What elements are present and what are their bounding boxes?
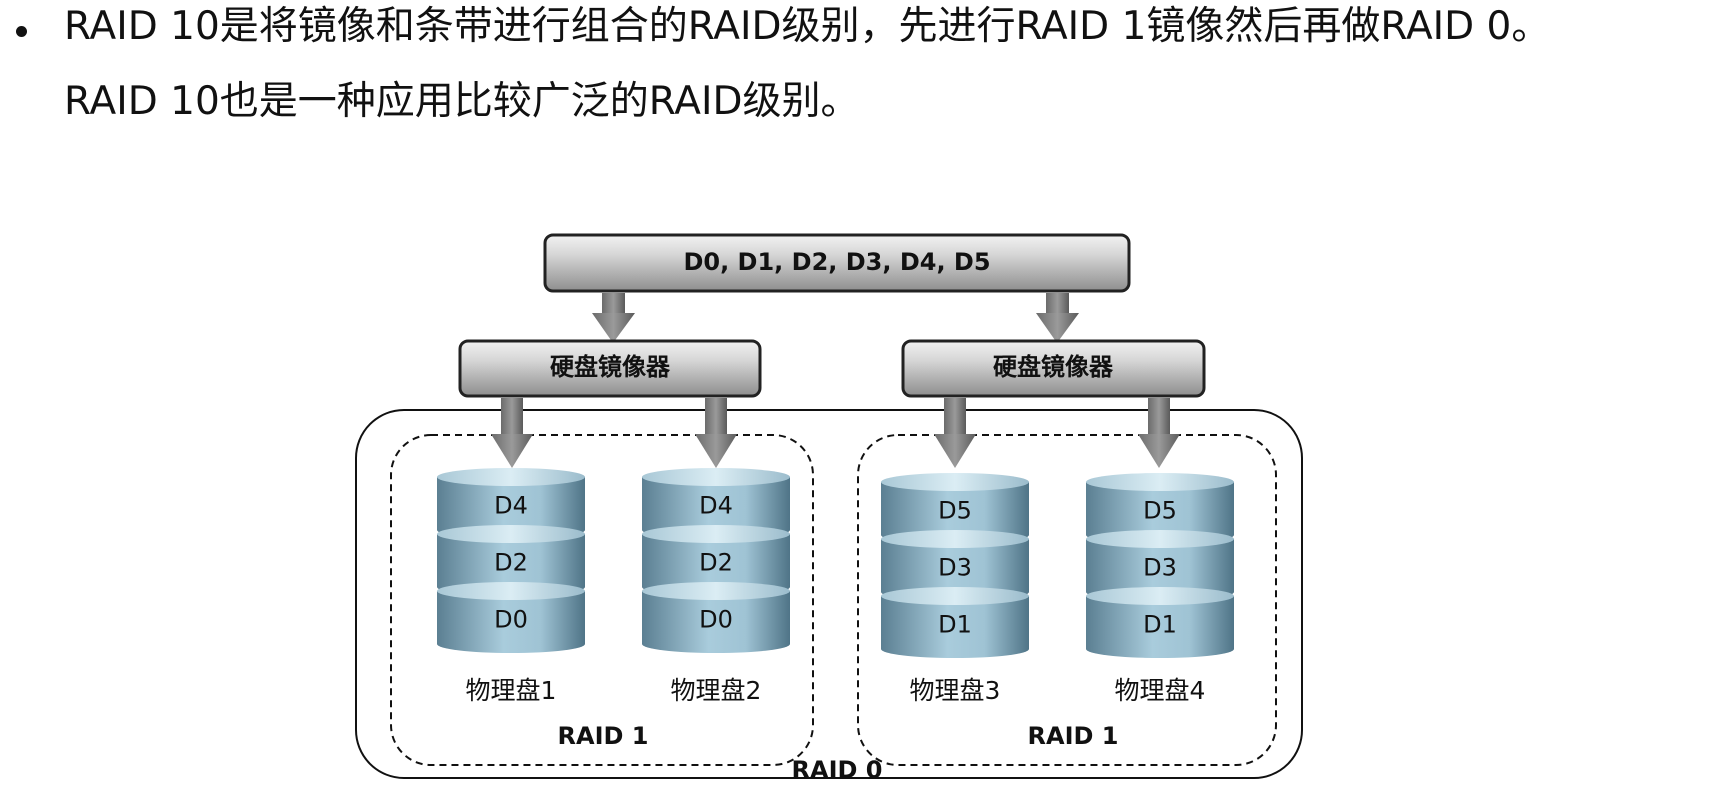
disk-segment-top (642, 525, 790, 543)
disk-segment-top (881, 587, 1029, 605)
disk-segment (881, 482, 1029, 544)
disk-segment-top (437, 468, 585, 486)
raid1-left-label: RAID 1 (558, 722, 649, 750)
disk-block-label: D1 (1143, 611, 1177, 639)
mirror-box-right (901, 339, 1206, 398)
disk-segment-top (437, 525, 585, 543)
disk-block-label: D2 (699, 549, 733, 577)
arrow-icon (934, 398, 976, 468)
bullet-line-1: RAID 10是将镜像和条带进行组合的RAID级别，先进行RAID 1镜像然后再… (64, 4, 1551, 49)
bullet-line-2: RAID 10也是一种应用比较广泛的RAID级别。 (64, 79, 860, 124)
mirror-box-left (458, 339, 762, 398)
disk-segment (437, 534, 585, 596)
raid1-group-left (390, 434, 814, 766)
disk-segment-top (881, 473, 1029, 491)
disk-segment-top (1086, 530, 1234, 548)
disk-block-label: D4 (699, 492, 733, 520)
mirror-box-left-label: 硬盘镜像器 (550, 353, 671, 381)
arrow-icon (695, 398, 737, 468)
disk-block-label: D0 (494, 606, 528, 634)
arrow-icon (1138, 398, 1180, 468)
disk-block-label: D4 (494, 492, 528, 520)
disk-block-label: D1 (938, 611, 972, 639)
data-box (543, 233, 1131, 293)
disk-block-label: D0 (699, 606, 733, 634)
disk-segment (881, 539, 1029, 601)
disk-segment (1086, 539, 1234, 601)
disk-block-label: D2 (494, 549, 528, 577)
disk-label: 物理盘4 (1115, 676, 1206, 705)
disk-block-label: D5 (938, 497, 972, 525)
disk-segment (642, 477, 790, 539)
raid1-right-label: RAID 1 (1028, 722, 1119, 750)
disk-block-label: D5 (1143, 497, 1177, 525)
disk-segment (642, 591, 790, 653)
raid1-group-right (857, 434, 1277, 766)
disk-block-label: D3 (938, 554, 972, 582)
arrow-icon (1036, 293, 1079, 343)
disk-block-label: D3 (1143, 554, 1177, 582)
disk-segment (1086, 596, 1234, 658)
raid0-group (355, 409, 1303, 779)
raid0-label: RAID 0 (792, 756, 883, 784)
mirror-box-right-label: 硬盘镜像器 (993, 353, 1114, 381)
disk-label: 物理盘1 (466, 676, 557, 705)
disk-segment (437, 591, 585, 653)
disk-segment-top (881, 530, 1029, 548)
disk-segment-top (1086, 473, 1234, 491)
disk-label: 物理盘3 (910, 676, 1001, 705)
disk-segment (642, 534, 790, 596)
disk-segment-top (1086, 587, 1234, 605)
disk-segment-top (642, 468, 790, 486)
disk-segment (1086, 482, 1234, 544)
disk-segment (881, 596, 1029, 658)
arrow-icon (592, 293, 635, 343)
arrow-icon (491, 398, 533, 468)
disk-segment-top (642, 582, 790, 600)
data-box-label: D0, D1, D2, D3, D4, D5 (683, 248, 990, 276)
disk-segment (437, 477, 585, 539)
disk-label: 物理盘2 (671, 676, 762, 705)
bullet-dot (16, 26, 27, 37)
disk-segment-top (437, 582, 585, 600)
